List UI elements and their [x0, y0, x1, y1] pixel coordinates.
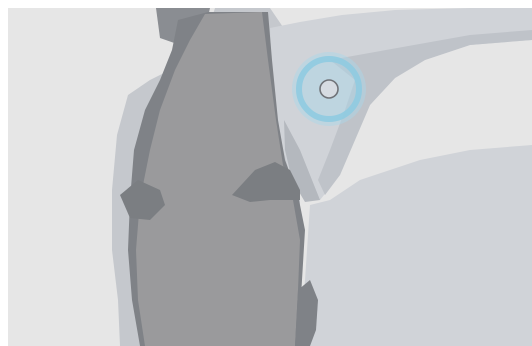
target-ring-icon[interactable] — [292, 52, 366, 126]
marker-center-dot — [320, 80, 338, 98]
